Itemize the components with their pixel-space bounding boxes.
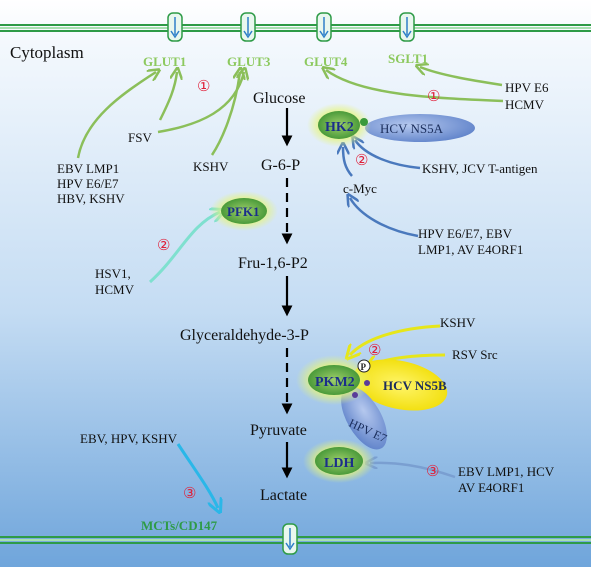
regulator-kshv-jcv: KSHV, JCV T-antigen	[422, 161, 538, 176]
region-label: Cytoplasm	[10, 43, 84, 62]
hk2-ellipse	[318, 111, 360, 139]
marker-1-sglt: ①	[427, 89, 440, 105]
arrow-hpv-cmyc	[350, 198, 419, 238]
glut4-channel-icon	[316, 12, 332, 42]
pkm2-binding-dot-1	[364, 380, 370, 386]
arrow-kshv-hk2	[355, 140, 421, 170]
hk2-binding-dot	[360, 118, 368, 126]
arrow-kshv-pkm2	[350, 324, 441, 355]
glut3-label: GLUT3	[227, 54, 271, 69]
regulator-kshv-pkm2: KSHV	[440, 315, 476, 330]
pkm2-label: PKM2	[315, 375, 355, 390]
arrow-hsv-pfk1	[148, 212, 220, 284]
regulator-lmp1-av: LMP1, AV E4ORF1	[418, 242, 523, 257]
marker-3-mct: ③	[183, 486, 196, 502]
top-membrane	[0, 24, 591, 32]
hcv-ns5a-ellipse	[365, 114, 475, 142]
marker-2-hk2: ②	[355, 153, 368, 169]
regulator-ebv-hpv-kshv: EBV, HPV, KSHV	[80, 431, 178, 446]
phospho-label: P	[361, 362, 367, 372]
regulator-rsv-src: RSV Src	[452, 347, 498, 362]
glut1-label: GLUT1	[143, 54, 186, 69]
phospho-icon	[357, 359, 371, 373]
ldh-label: LDH	[324, 456, 354, 471]
regulator-hpv-e6: HPV E6	[505, 80, 549, 95]
hcv-ns5a-label: HCV NS5A	[380, 121, 444, 136]
hcv-ns5b-label: HCV NS5B	[383, 378, 447, 393]
regulator-ebv-lmp1: EBV LMP1	[57, 161, 119, 176]
arrow-fsv-glut1	[158, 72, 177, 121]
regulator-kshv-glut: KSHV	[193, 159, 229, 174]
glut1-channel-icon	[167, 12, 183, 42]
arrow-hpv-sglt1	[420, 67, 503, 87]
arrow-ebv-ldh	[370, 463, 456, 479]
regulator-hcmv-pfk: HCMV	[95, 282, 135, 297]
pathway-glucose: Glucose	[253, 90, 305, 107]
hk2-label: HK2	[325, 120, 354, 135]
sglt1-label: SGLT1	[388, 51, 428, 66]
regulator-av-e4orf1: AV E4ORF1	[458, 480, 524, 495]
glut4-label: GLUT4	[304, 54, 348, 69]
regulator-hsv1: HSV1,	[95, 266, 131, 281]
ldh-ellipse	[315, 447, 363, 475]
arrow-fsv-glut3	[157, 72, 244, 134]
arrow-kshv-glut3	[210, 72, 240, 156]
regulator-ebv-lmp1-hcv: EBV LMP1, HCV	[458, 464, 555, 479]
regulator-fsv: FSV	[128, 130, 152, 145]
pfk1-label: PFK1	[227, 204, 260, 219]
pathway-lactate: Lactate	[260, 487, 307, 504]
regulator-hpv-e6e7: HPV E6/E7	[57, 176, 119, 191]
pkm2-ellipse	[308, 365, 360, 395]
pathway-g6p: G-6-P	[261, 157, 300, 174]
arrow-ebv-mct	[176, 443, 218, 508]
arrow-ebv-glut1	[76, 72, 156, 159]
pathway-glyceraldehyde3p: Glyceraldehyde-3-P	[180, 327, 309, 344]
pkm2-binding-dot-2	[352, 392, 358, 398]
marker-2-pfk1: ②	[157, 238, 170, 254]
pathway-pyruvate: Pyruvate	[250, 422, 307, 439]
regulator-cmyc: c-Myc	[343, 181, 377, 196]
regulator-hcmv-top: HCMV	[505, 97, 545, 112]
arrow-hcmv-glut4	[326, 70, 504, 103]
pfk1-ellipse	[221, 198, 267, 224]
arrow-cmyc-hk2	[343, 147, 353, 177]
mct-channel-icon	[282, 523, 298, 555]
sglt1-channel-icon	[399, 12, 415, 42]
pathway-fru16p2: Fru-1,6-P2	[238, 255, 308, 272]
glut3-channel-icon	[240, 12, 256, 42]
hpv-e7-ellipse	[341, 386, 387, 450]
regulator-hbv-kshv: HBV, KSHV	[57, 191, 125, 206]
marker-3-ldh: ③	[426, 464, 439, 480]
regulator-hpv-ebv: HPV E6/E7, EBV	[418, 226, 513, 241]
marker-2-pkm2: ②	[368, 343, 381, 359]
hcv-ns5b-ellipse	[352, 359, 448, 411]
marker-1-glut: ①	[197, 79, 210, 95]
mct-cd147-label: MCTs/CD147	[141, 518, 218, 533]
